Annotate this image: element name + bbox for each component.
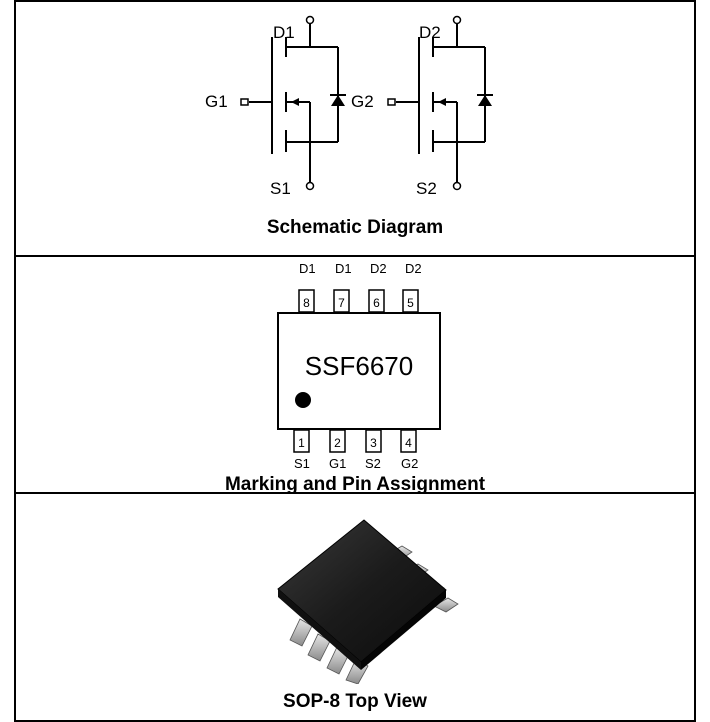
pin-number: 2	[334, 436, 341, 450]
gate1-label: G1	[205, 92, 228, 111]
pin-number: 6	[373, 296, 380, 310]
source1-label: S1	[270, 179, 291, 198]
bottom-pin-labels: S1 G1 S2 G2	[294, 456, 418, 471]
drain1-label: D1	[273, 23, 295, 42]
pin-number: 1	[298, 436, 305, 450]
package-caption: SOP-8 Top View	[283, 691, 427, 712]
package-section: SOP-8 Top View	[16, 494, 694, 720]
gate2-label: G2	[351, 92, 374, 111]
marking-caption: Marking and Pin Assignment	[224, 474, 486, 495]
mosfet2-arrow-icon	[438, 98, 446, 106]
top-pin-label: D1	[335, 261, 352, 276]
pin-assignment-diagram: D1 D1 D2 D2 8 7 6 5 SSF6670	[277, 261, 441, 453]
pin-number: 7	[338, 296, 345, 310]
figure-frame: D1 G1 S1 D2 G2 S2 Schematic Diagram D1 D…	[14, 0, 696, 722]
source2-terminal	[452, 181, 462, 191]
schematic-diagram: D1 G1 S1 D2 G2 S2	[205, 15, 493, 198]
drain2-terminal	[452, 15, 462, 25]
gate2-terminal	[387, 98, 396, 106]
gate1-terminal	[240, 98, 249, 106]
schematic-section: D1 G1 S1 D2 G2 S2 Schematic Diagram	[16, 2, 694, 257]
pin-2	[329, 429, 346, 453]
top-pin-label: D2	[405, 261, 422, 276]
part-number: SSF6670	[305, 351, 413, 381]
bottom-pin-label: G1	[329, 456, 346, 471]
pin-number: 8	[303, 296, 310, 310]
source1-terminal	[305, 181, 315, 191]
pin1-indicator-dot	[295, 392, 311, 408]
marking-section: D1 D1 D2 D2 8 7 6 5 SSF6670	[16, 257, 694, 495]
sop8-package-illustration	[277, 519, 459, 685]
pin-number: 3	[370, 436, 377, 450]
diode2-icon	[478, 95, 492, 106]
pin-number: 5	[407, 296, 414, 310]
pin-number: 4	[405, 436, 412, 450]
schematic-caption: Schematic Diagram	[266, 217, 444, 238]
top-pin-label: D1	[299, 261, 316, 276]
pin-1	[293, 429, 310, 453]
package-body	[277, 312, 441, 430]
pin-3	[365, 429, 382, 453]
drain2-label: D2	[419, 23, 441, 42]
bottom-pin-label: G2	[401, 456, 418, 471]
bottom-pin-label: S2	[365, 456, 381, 471]
mosfet1-arrow-icon	[291, 98, 299, 106]
source2-label: S2	[416, 179, 437, 198]
bottom-pin-label: S1	[294, 456, 310, 471]
top-pin-label: D2	[370, 261, 387, 276]
pin-4	[400, 429, 417, 453]
diode1-icon	[331, 95, 345, 106]
drain1-terminal	[305, 15, 315, 25]
